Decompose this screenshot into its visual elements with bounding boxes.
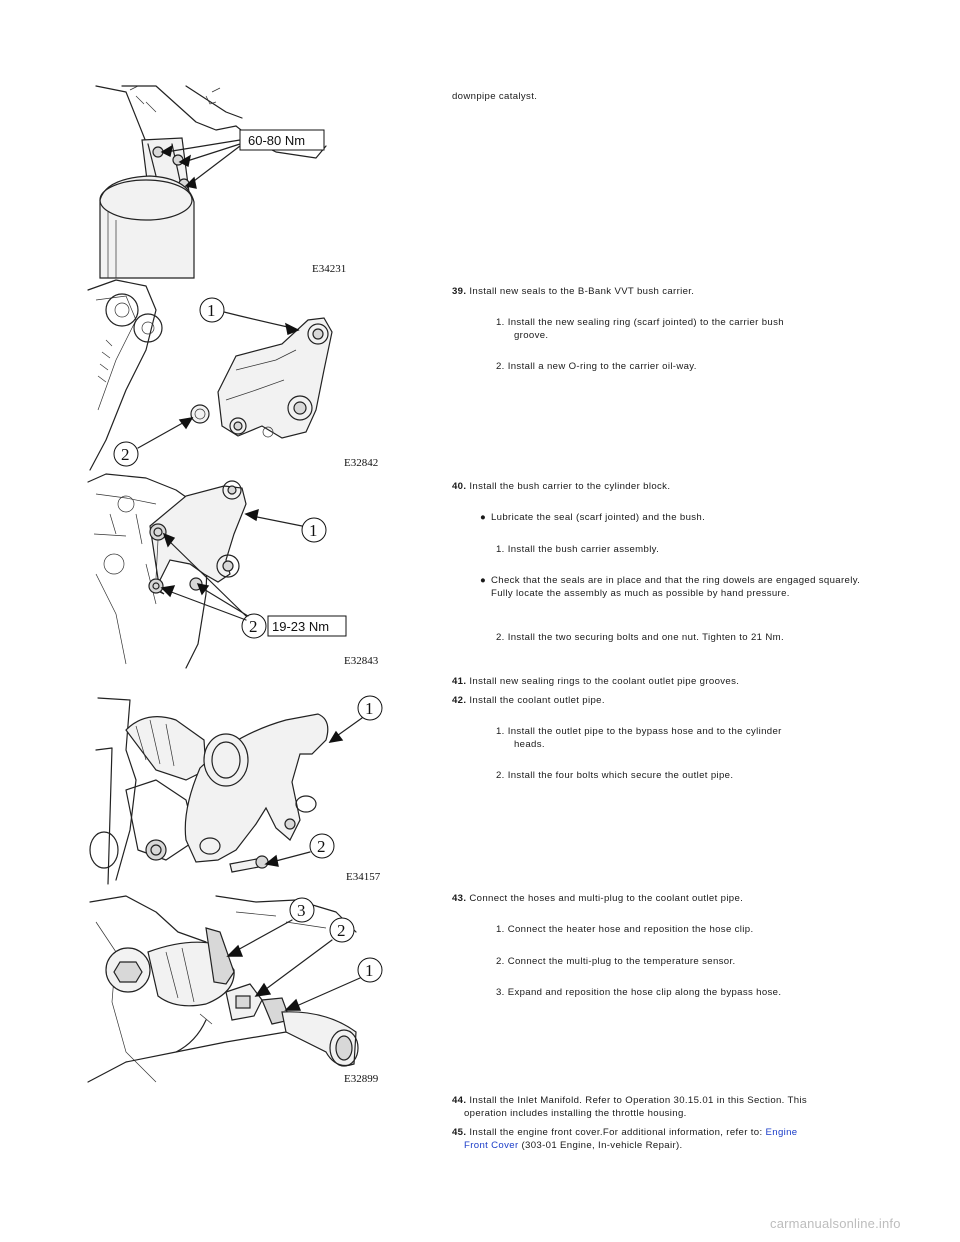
step-text: Connect the hoses and multi-plug to the … [469,893,744,904]
figure-code: E34157 [346,871,381,883]
substep-42-2: 2. Install the four bolts which secure t… [496,770,734,781]
step-number: 43. [452,893,467,904]
substep-text-cont: heads. [514,739,545,750]
step-number: 44. [452,1095,467,1106]
step-42: 42.Install the coolant outlet pipe. [452,694,872,707]
substep-40-1: 1. Install the bush carrier assembly. [496,544,660,555]
step-44: 44.Install the Inlet Manifold. Refer to … [452,1094,872,1120]
figure-e32842: 1 2 E32842 [86,279,378,472]
step-45: 45.Install the engine front cover.For ad… [452,1126,872,1152]
substep-text: 1. Install the new sealing ring (scarf j… [496,317,784,328]
callout-2: 2 [317,837,326,856]
substep-43-2: 2. Connect the multi-plug to the tempera… [496,956,736,967]
torque-label-60-80: 60-80 Nm [248,133,305,148]
substep-39-1: 1. Install the new sealing ring (scarf j… [496,316,876,342]
step-number: 40. [452,481,467,492]
step-text-cont: operation includes installing the thrott… [464,1108,687,1119]
figure-code: E32843 [344,655,379,667]
substep-43-1: 1. Connect the heater hose and repositio… [496,924,754,935]
callout-3: 3 [297,901,306,920]
engine-front-cover-link-cont[interactable]: Front Cover [464,1140,519,1151]
figure-code: E34231 [312,263,346,275]
bullet-text: Lubricate the seal (scarf jointed) and t… [491,512,706,523]
bullet-40-b: ● Check that the seals are in place and … [480,574,872,600]
step-text-cont: Front Cover (303-01 Engine, In-vehicle R… [452,1139,872,1152]
step-text: Install the Inlet Manifold. Refer to Ope… [469,1095,808,1106]
step-text: Install the coolant outlet pipe. [469,695,605,706]
step-text: Install the engine front cover.For addit… [469,1127,766,1138]
step-43: 43.Connect the hoses and multi-plug to t… [452,892,872,905]
step-39: 39.Install new seals to the B-Bank VVT b… [452,285,872,298]
torque-label-19-23: 19-23 Nm [272,619,329,634]
substep-43-3: 3. Expand and reposition the hose clip a… [496,987,782,998]
step-text-post: (303-01 Engine, In-vehicle Repair). [518,1140,683,1151]
step-number: 42. [452,695,467,706]
substep-text-cont: groove. [514,330,549,341]
bush-carrier-install-illustration: 1 2 19-23 Nm E32843 [87,473,379,669]
step-41: 41.Install new sealing rings to the cool… [452,675,872,688]
figure-e34157: 1 2 E34157 [86,690,383,885]
figure-e32899: 3 2 1 E32899 [86,892,383,1088]
callout-1: 1 [365,699,374,718]
step-number: 45. [452,1127,467,1138]
callout-2: 2 [249,617,258,636]
step-text: Install new seals to the B-Bank VVT bush… [469,286,695,297]
engine-front-cover-link[interactable]: Engine [765,1127,798,1138]
figure-code: E32899 [344,1073,379,1085]
bullet-icon: ● [480,575,487,586]
substep-40-2: 2. Install the two securing bolts and on… [496,632,784,643]
step-text: Install the bush carrier to the cylinder… [469,481,671,492]
bullet-icon: ● [480,512,487,523]
callout-2: 2 [121,445,130,464]
bullet-40-a: ● Lubricate the seal (scarf jointed) and… [480,511,872,524]
substep-text: 1. Install the outlet pipe to the bypass… [496,726,782,737]
callout-2: 2 [337,921,346,940]
figure-e34231: 60-80 Nm E34231 [86,82,372,279]
coolant-outlet-pipe-illustration: 1 2 E34157 [89,695,383,885]
intro-text: downpipe catalyst. [452,91,538,102]
downpipe-catalyst-illustration: 60-80 Nm E34231 [95,85,346,279]
callout-1: 1 [365,961,374,980]
callout-1: 1 [309,521,318,540]
step-number: 39. [452,286,467,297]
figure-code: E32842 [344,457,378,469]
callout-1: 1 [207,301,216,320]
substep-42-1: 1. Install the outlet pipe to the bypass… [496,725,876,751]
vvt-bush-carrier-seals-illustration: 1 2 E32842 [87,279,378,471]
watermark: carmanualsonline.info [770,1216,901,1231]
step-text: Install new sealing rings to the coolant… [469,676,740,687]
coolant-hoses-multiplug-illustration: 3 2 1 E32899 [87,895,383,1085]
substep-39-2: 2. Install a new O-ring to the carrier o… [496,361,697,372]
bullet-text: Check that the seals are in place and th… [491,575,861,599]
step-40: 40.Install the bush carrier to the cylin… [452,480,872,493]
figure-e32843: 1 2 19-23 Nm E32843 [86,473,379,669]
step-number: 41. [452,676,467,687]
